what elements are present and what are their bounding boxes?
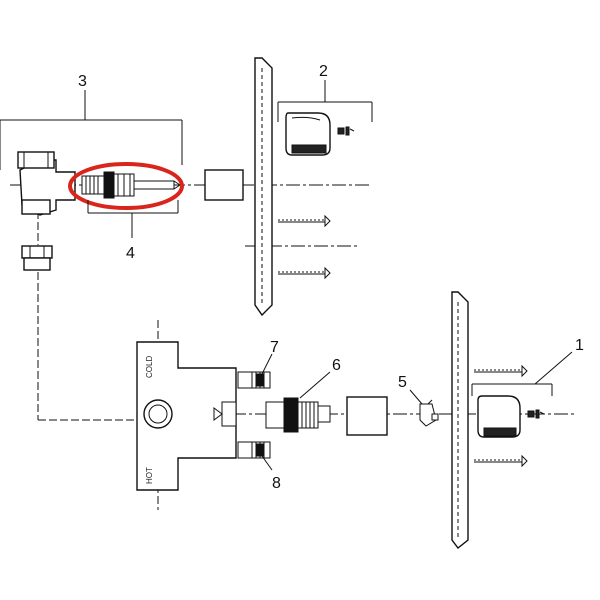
bracket-1	[471, 351, 573, 396]
callout-3: 3	[78, 73, 87, 90]
callout-5: 5	[398, 374, 407, 391]
callout-6: 6	[332, 357, 341, 374]
thermostatic-cartridge	[265, 397, 338, 433]
lower-wall-plate	[451, 291, 469, 549]
upper-screws	[278, 214, 331, 280]
callout-1: 1	[575, 337, 584, 354]
lower-handle	[477, 395, 545, 438]
lower-screws	[474, 364, 528, 468]
leader-lines	[261, 353, 423, 471]
cartridge-spindle	[81, 171, 181, 199]
callout-7: 7	[270, 339, 279, 356]
upper-handle	[285, 112, 355, 156]
angle-valve-body	[17, 151, 76, 216]
bracket-4	[87, 200, 179, 238]
upper-wall-plate	[254, 57, 273, 317]
callout-4: 4	[126, 245, 135, 262]
valve-cold	[237, 371, 271, 389]
label-cold: COLD	[145, 356, 154, 378]
bracket-2	[277, 80, 373, 122]
mixer-body	[136, 341, 237, 491]
callout-2: 2	[319, 63, 328, 80]
lower-sleeve	[346, 396, 388, 436]
clip	[419, 399, 439, 427]
callout-8: 8	[272, 475, 281, 492]
valve-hot	[237, 441, 271, 459]
sleeve	[204, 169, 244, 201]
highlight-ellipse	[68, 162, 184, 210]
pipe-fitting	[21, 245, 53, 271]
label-hot: HOT	[145, 467, 154, 484]
bracket-3	[0, 90, 183, 170]
